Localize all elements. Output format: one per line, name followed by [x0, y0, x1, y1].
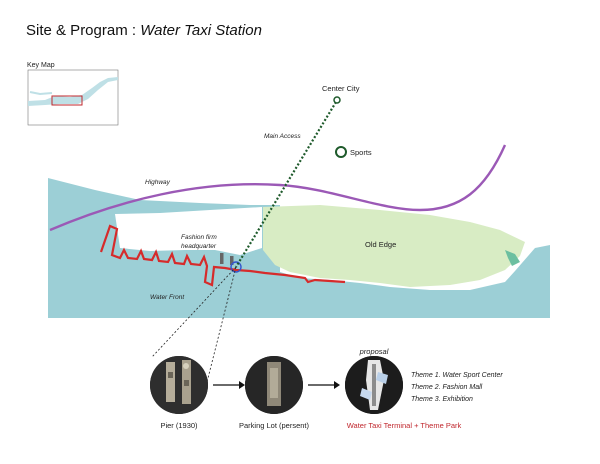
proposal-render — [345, 356, 403, 414]
theme-list: Theme 1. Water Sport Center Theme 2. Fas… — [411, 370, 503, 406]
highway-line — [49, 144, 507, 232]
east-inlet — [505, 250, 520, 266]
result-caption: Water Taxi Terminal + Theme Park — [346, 421, 462, 430]
fashion-firm-label-line-2: headquarter — [181, 243, 217, 250]
sports-node — [335, 146, 347, 158]
key-map-label: Key Map — [27, 62, 55, 69]
highway-label: Highway — [145, 179, 170, 186]
water-body — [48, 178, 550, 318]
theme-item-2: Theme 2. Fashion Mall — [411, 384, 483, 391]
old-edge-label: Old Edge — [365, 240, 397, 249]
sports-label: Sports — [350, 148, 372, 157]
key-map — [27, 69, 119, 126]
fashion-firm-bar-1 — [220, 253, 224, 264]
center-city-label: Center City — [322, 84, 360, 93]
page-title: Site & Program : Water Taxi Station — [26, 22, 262, 39]
leader-line-pier — [151, 266, 237, 358]
main-access-path — [235, 101, 337, 268]
water-front-label: Water Front — [150, 294, 185, 301]
arrow-2 — [308, 381, 340, 389]
parking-photo — [245, 356, 303, 414]
pier-photo — [150, 356, 208, 414]
arrow-1 — [213, 381, 245, 389]
old-edge-land — [263, 205, 525, 287]
center-city-node — [333, 96, 341, 104]
project-name: Water Taxi Station — [140, 22, 262, 39]
proposal-caption: proposal — [359, 347, 389, 356]
waterfront-edge — [99, 224, 346, 287]
fashion-firm-bar-2 — [230, 256, 234, 265]
main-access-label: Main Access — [264, 133, 301, 140]
site-marker — [230, 261, 242, 273]
parking-caption: Parking Lot (persent) — [238, 421, 310, 430]
theme-item-3: Theme 3. Exhibition — [411, 396, 473, 403]
pier-caption: Pier (1930) — [160, 421, 198, 430]
theme-item-1: Theme 1. Water Sport Center — [411, 372, 503, 379]
fashion-firm-label-line-1: Fashion firm — [181, 234, 217, 241]
leader-line-pier-2 — [205, 266, 237, 387]
